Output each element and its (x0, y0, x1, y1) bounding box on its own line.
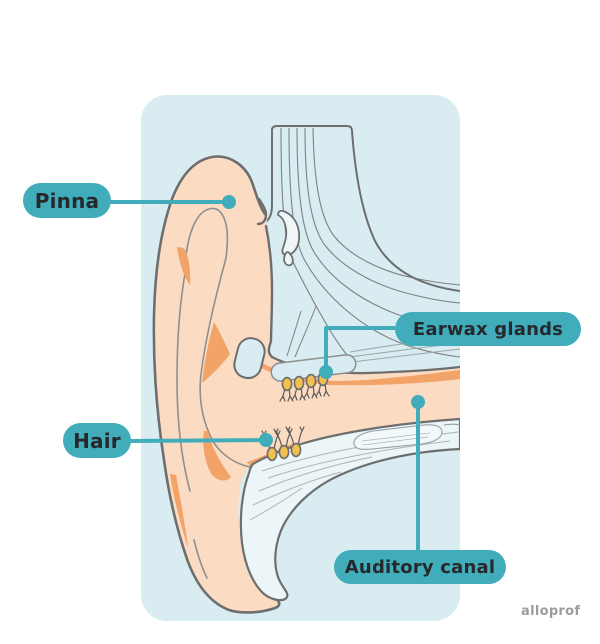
lower-canal-cartilage (239, 417, 460, 602)
label-pinna: Pinna (23, 183, 111, 218)
pointer-dot-hair (259, 433, 273, 447)
pointer-dot-earwax-glands (319, 365, 333, 379)
pinna-inner-lines (176, 207, 251, 579)
label-earwax-glands: Earwax glands (395, 312, 581, 346)
pointer-dot-pinna (222, 195, 236, 209)
label-hair: Hair (63, 423, 131, 458)
pointer-dot-auditory-canal (411, 395, 425, 409)
label-auditory-canal: Auditory canal (334, 550, 506, 584)
pointer-dots (222, 195, 425, 447)
tragus-cartilage (233, 337, 266, 380)
pointer-line-earwax-glands (324, 326, 395, 370)
pointer-line-hair (127, 438, 267, 443)
alloprof-watermark: alloprof (521, 604, 581, 619)
canal-lining-top (254, 361, 460, 386)
crus-cartilage (277, 209, 301, 267)
pointer-lines (110, 200, 420, 553)
